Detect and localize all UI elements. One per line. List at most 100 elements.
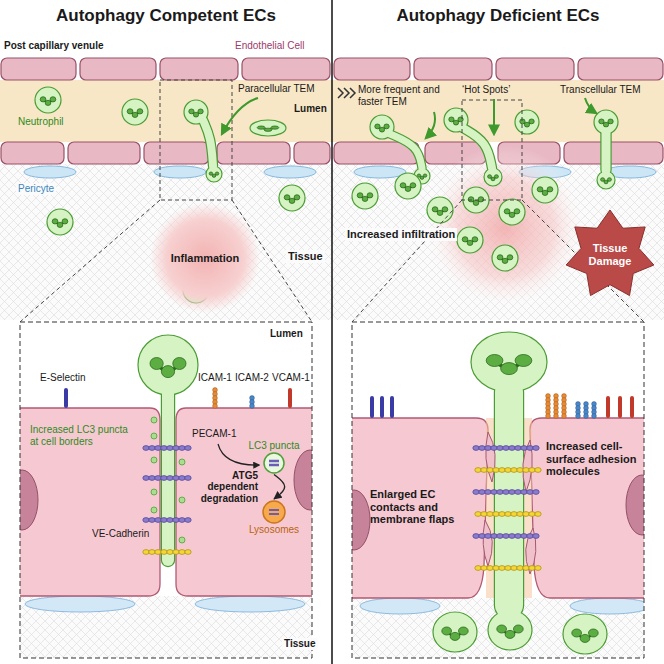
pecam-1-molecule <box>491 490 497 495</box>
pecam-1-molecule <box>479 534 485 539</box>
region-label: Tissue <box>282 638 318 650</box>
icam-1-molecule <box>562 398 567 403</box>
neutrophil <box>427 197 453 223</box>
nucleus-link <box>377 126 386 129</box>
lc3-punctum <box>151 433 157 439</box>
icam-2-molecule <box>584 414 589 419</box>
endothelial-cell <box>334 58 410 80</box>
lc3-punctum <box>151 507 157 513</box>
endothelial-cell <box>1 58 76 80</box>
endothelial-cell <box>334 142 419 164</box>
tissue <box>0 164 664 320</box>
neutrophil-body <box>532 177 558 203</box>
neutrophil-body <box>35 87 61 113</box>
neutrophil <box>463 187 489 213</box>
ve-cadherin-molecule <box>475 512 481 517</box>
ve-cadherin-molecule <box>535 468 541 473</box>
lc3-punctum <box>179 537 185 543</box>
neutrophil-body <box>488 610 532 650</box>
nucleus-lobe <box>515 355 532 367</box>
nucleus-lobe <box>417 174 421 177</box>
ve-cadherin-molecule <box>511 512 517 517</box>
cell-nucleus <box>352 490 370 550</box>
nucleus-lobe <box>271 126 279 129</box>
pecam-1-molecule <box>491 534 497 539</box>
vesicle-shape <box>264 453 284 473</box>
icam-2-molecule <box>592 410 597 415</box>
ve-cadherin-molecule <box>493 468 499 473</box>
neutrophil <box>138 335 198 395</box>
pecam-1-molecule <box>497 534 503 539</box>
pecam-1-molecule <box>161 446 167 451</box>
nucleus-link <box>507 211 517 214</box>
pecam-1-molecule <box>173 476 179 481</box>
neutrophil <box>122 99 148 125</box>
pecam-1-molecule <box>485 490 491 495</box>
ve-cadherin-molecule <box>481 566 487 571</box>
nucleus-lobe <box>537 187 543 192</box>
endothelial-cell <box>498 142 560 164</box>
pecam-1-molecule <box>527 490 533 495</box>
icam-1-molecule <box>562 394 567 399</box>
nucleus-lobe <box>572 629 582 637</box>
nucleus-lobe <box>514 625 524 633</box>
endothelial-cell <box>242 58 330 80</box>
nucleus-lobe <box>384 124 389 129</box>
pecam-1-molecule <box>473 534 479 539</box>
icam-1-molecule <box>554 406 559 411</box>
nucleus-lobe <box>137 109 143 114</box>
pericyte <box>154 166 206 178</box>
lysosome-outline <box>262 500 286 524</box>
neutrophil <box>444 108 468 132</box>
neutrophil-body <box>499 199 525 225</box>
nucleus-lobe <box>599 119 604 124</box>
inset-ground <box>20 322 312 658</box>
neutrophil <box>279 185 305 211</box>
pecam-1-molecule <box>155 476 161 481</box>
e-selectin-molecule <box>64 388 68 408</box>
pecam-1-molecule <box>473 446 479 451</box>
ve-cadherin-molecule <box>505 468 511 473</box>
protrusion-outline <box>203 120 213 166</box>
neutrophil-body <box>463 187 489 213</box>
endothelial-cell <box>20 408 160 596</box>
nucleus-lobe <box>509 212 515 217</box>
nucleus-lobe <box>473 200 479 205</box>
panel-heading: Autophagy Competent ECs <box>0 6 332 26</box>
neutrophil-body <box>206 166 222 182</box>
pecam-1-molecule <box>497 490 503 495</box>
pecam-1-molecule <box>173 518 179 523</box>
icam-1-molecule <box>554 398 559 403</box>
nucleus-lobe <box>442 207 448 212</box>
neutrophil-body <box>184 100 208 124</box>
pecam-1-molecule <box>161 476 167 481</box>
neutrophil <box>471 332 547 392</box>
nucleus-lobe <box>437 210 443 215</box>
nucleus-link <box>451 119 460 122</box>
nucleus-link <box>403 185 413 188</box>
protrusion-outline <box>600 132 611 170</box>
nucleus-lobe <box>450 632 460 640</box>
inflammation-zone: Inflammation <box>150 203 260 313</box>
ve-cadherin-molecule <box>493 566 499 571</box>
nucleus-lobe <box>367 193 373 198</box>
cargo <box>269 510 279 514</box>
pecam-1-molecule <box>479 446 485 451</box>
zoom-box <box>462 100 522 200</box>
nucleus-lobe <box>486 355 503 367</box>
migration-arrow <box>493 99 495 134</box>
protrusion-outline <box>161 392 175 560</box>
pericyte <box>264 166 316 178</box>
nucleus-lobe <box>488 175 492 179</box>
ve-cadherin-molecule <box>475 566 481 571</box>
nucleus-lobe <box>400 183 406 188</box>
icam-1-molecule <box>546 398 551 403</box>
pecam-1-molecule <box>185 476 191 481</box>
endothelial-cell <box>144 142 209 164</box>
edge-label: ATG5 dependent degradation <box>192 470 258 505</box>
inset-border <box>352 322 644 658</box>
protrusion-fill <box>203 120 213 166</box>
nucleus-link <box>465 239 475 242</box>
speed-chevron <box>338 88 343 98</box>
icam-2-molecule <box>576 406 581 411</box>
